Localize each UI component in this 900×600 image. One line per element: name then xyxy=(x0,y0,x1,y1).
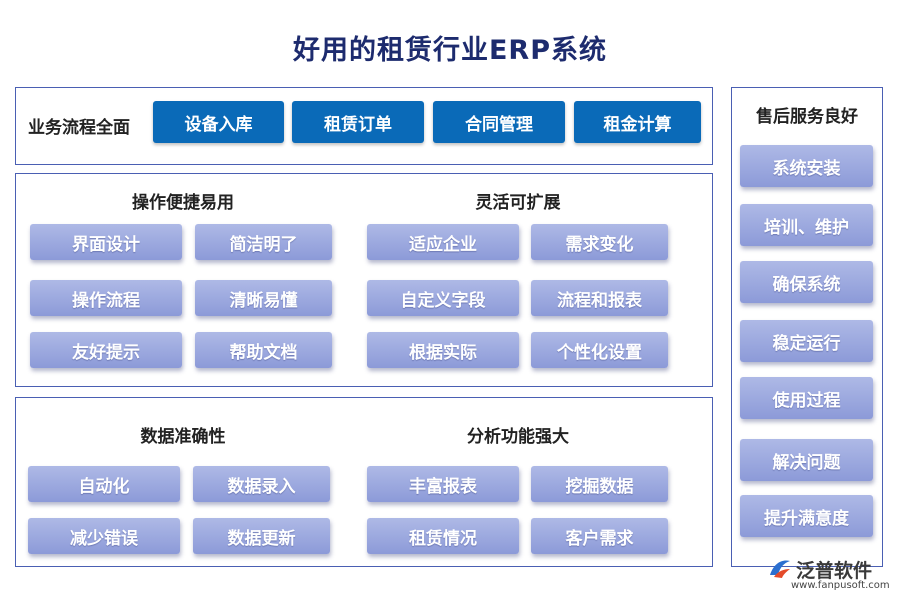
easy-understand-chip: 清晰易懂 xyxy=(195,280,332,316)
rental-status-chip: 租赁情况 xyxy=(367,518,519,554)
brand-logo: 泛普软件 xyxy=(768,556,872,583)
adapt-enterprise-chip: 适应企业 xyxy=(367,224,519,260)
usage-process-chip: 使用过程 xyxy=(740,377,873,419)
flow-label: 业务流程全面 xyxy=(28,118,130,138)
extensibility-heading: 灵活可扩展 xyxy=(475,193,561,213)
device-storage-button[interactable]: 设备入库 xyxy=(153,101,284,143)
system-install-chip: 系统安装 xyxy=(740,145,873,187)
accuracy-heading: 数据准确性 xyxy=(140,427,226,447)
analysis-heading: 分析功能强大 xyxy=(467,427,569,447)
contract-management-button[interactable]: 合同管理 xyxy=(433,101,565,143)
brand-logo-icon xyxy=(768,557,792,583)
rental-order-button[interactable]: 租赁订单 xyxy=(292,101,424,143)
ensure-system-chip: 确保系统 xyxy=(740,261,873,303)
page-title: 好用的租赁行业ERP系统 xyxy=(292,35,608,66)
after-sales-heading: 售后服务良好 xyxy=(756,107,858,127)
brand-url[interactable]: www.fanpusoft.com xyxy=(791,580,890,591)
operation-flow-chip: 操作流程 xyxy=(30,280,182,316)
brand-name: 泛普软件 xyxy=(796,560,873,582)
personalized-settings-chip: 个性化设置 xyxy=(531,332,668,368)
reduce-errors-chip: 减少错误 xyxy=(28,518,180,554)
data-update-chip: 数据更新 xyxy=(193,518,330,554)
custom-fields-chip: 自定义字段 xyxy=(367,280,519,316)
customer-demand-chip: 客户需求 xyxy=(531,518,668,554)
data-entry-chip: 数据录入 xyxy=(193,466,330,502)
stable-running-chip: 稳定运行 xyxy=(740,320,873,362)
concise-clear-chip: 简洁明了 xyxy=(195,224,332,260)
rich-reports-chip: 丰富报表 xyxy=(367,466,519,502)
demand-change-chip: 需求变化 xyxy=(531,224,668,260)
data-mining-chip: 挖掘数据 xyxy=(531,466,668,502)
help-docs-chip: 帮助文档 xyxy=(195,332,332,368)
solve-problems-chip: 解决问题 xyxy=(740,439,873,481)
actual-basis-chip: 根据实际 xyxy=(367,332,519,368)
automation-chip: 自动化 xyxy=(28,466,180,502)
friendly-tips-chip: 友好提示 xyxy=(30,332,182,368)
usability-heading: 操作便捷易用 xyxy=(132,193,234,213)
improve-satisfaction-chip: 提升满意度 xyxy=(740,495,873,537)
training-maintenance-chip: 培训、维护 xyxy=(740,204,873,246)
rent-calculation-button[interactable]: 租金计算 xyxy=(574,101,701,143)
flow-reports-chip: 流程和报表 xyxy=(531,280,668,316)
interface-design-chip: 界面设计 xyxy=(30,224,182,260)
